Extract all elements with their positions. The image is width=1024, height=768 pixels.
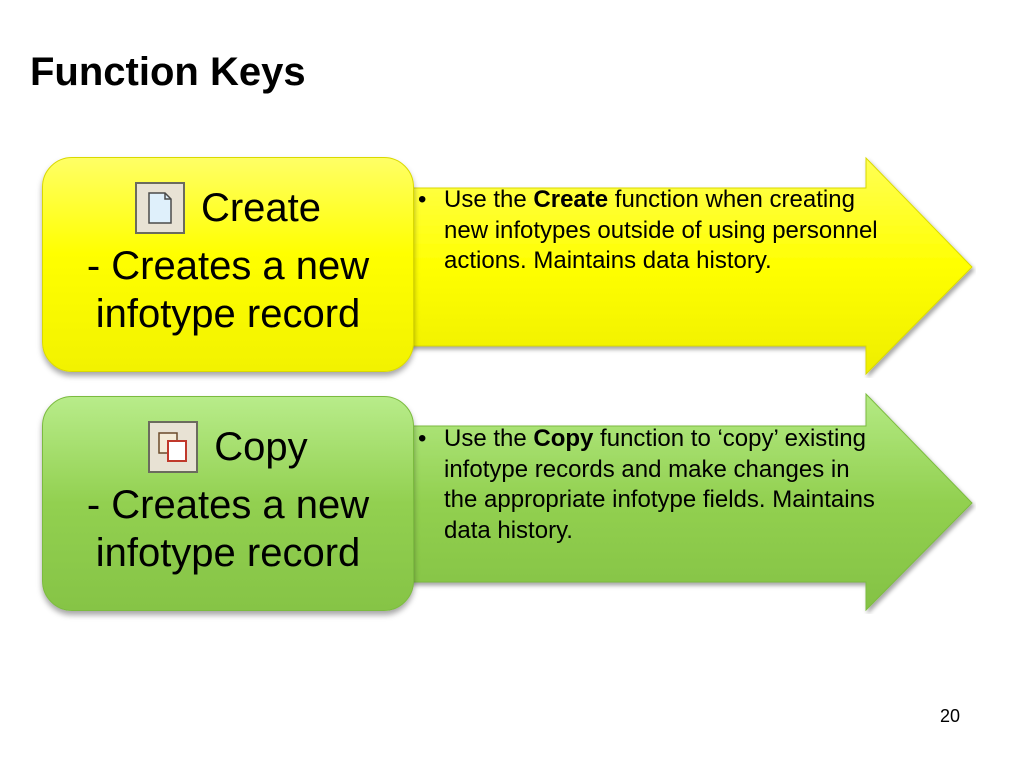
copy-bullet-text: Use the Copy function to ‘copy’ existing… [444,425,875,544]
copy-document-icon [148,421,199,473]
bullet-marker: • [418,425,427,452]
create-card: Create - Creates a new infotype record [42,157,414,372]
page-number: 20 [940,706,961,726]
create-bullet: • Use the Create function when creating … [418,185,888,277]
copy-card-header: Copy [43,417,413,477]
create-card-header: Create [43,178,413,238]
create-label: Create [200,186,322,230]
create-description: - Creates a new infotype record [86,244,370,336]
create-arrow-shape [400,156,976,378]
copy-label: Copy [214,425,308,469]
create-document-icon [134,182,185,234]
copy-description: - Creates a new infotype record [86,483,370,575]
slide-title: Function Keys [30,50,306,94]
bullet-marker: • [418,186,427,213]
copy-bullet: • Use the Copy function to ‘copy’ existi… [418,424,888,546]
copy-arrow-shape [400,392,976,614]
copy-card: Copy - Creates a new infotype record [42,396,414,611]
create-bullet-text: Use the Create function when creating ne… [444,186,878,274]
